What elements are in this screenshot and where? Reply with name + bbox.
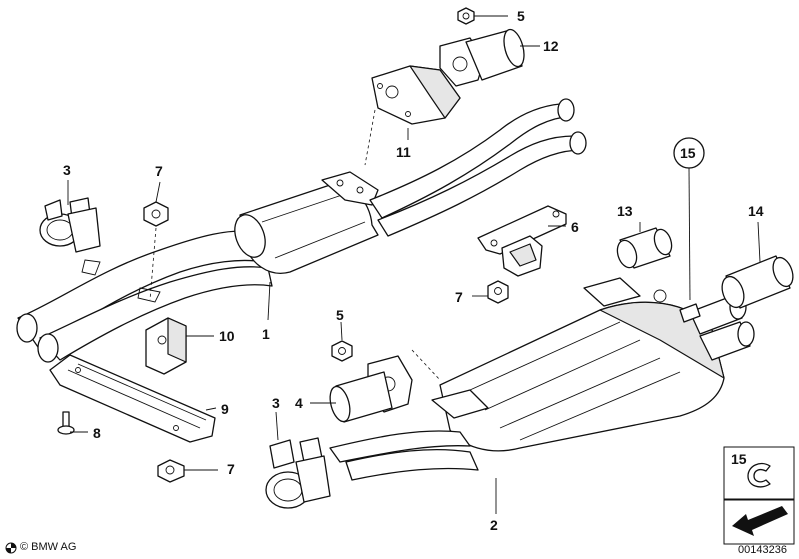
leader-lines: [67, 15, 761, 514]
callout-8: 8: [93, 425, 101, 441]
bracket-part-6[interactable]: [477, 205, 567, 277]
callout-12: 12: [543, 38, 559, 54]
circlip-icon: [747, 462, 771, 488]
rear-muffler-part-2[interactable]: [329, 277, 755, 481]
clamp-part-3-bottom[interactable]: [265, 437, 331, 509]
callout-15: 15: [680, 145, 696, 161]
nut-part-5-mid[interactable]: [331, 340, 353, 362]
callout-9: 9: [221, 401, 229, 417]
callout-6: 6: [571, 219, 579, 235]
pipe-flange-part-12[interactable]: [439, 27, 528, 87]
arrow-icon: [732, 506, 788, 536]
nut-part-5-top[interactable]: [457, 7, 475, 25]
callout-14: 14: [748, 203, 764, 219]
bmw-logo-icon: [5, 542, 17, 554]
clamp-part-3-left[interactable]: [39, 197, 101, 253]
callout-10: 10: [219, 328, 235, 344]
inset-circlip-box: [723, 446, 795, 500]
callout-1: 1: [262, 326, 270, 342]
copyright-text: © BMW AG: [20, 541, 77, 553]
callout-7-mid: 7: [455, 289, 463, 305]
exhaust-tip-part-14[interactable]: [718, 255, 796, 311]
callout-15-inset: 15: [731, 451, 747, 467]
heat-shield-part-9[interactable]: [49, 354, 216, 443]
pipe-flange-part-4[interactable]: [327, 349, 441, 424]
orientation-arrow-box: [723, 499, 795, 545]
rubber-mount-part-10[interactable]: [145, 317, 187, 375]
callout-5-top: 5: [517, 8, 525, 24]
callout-3-left: 3: [63, 162, 71, 178]
callout-2: 2: [490, 517, 498, 533]
callout-7-top: 7: [155, 163, 163, 179]
exhaust-tip-part-13[interactable]: [614, 227, 675, 270]
bolt-part-8[interactable]: [57, 411, 75, 435]
nut-part-7-mid[interactable]: [487, 280, 509, 304]
callout-7-bottom: 7: [227, 461, 235, 477]
callout-4: 4: [295, 395, 303, 411]
nut-part-7-bottom[interactable]: [157, 459, 185, 483]
callout-11: 11: [396, 144, 411, 160]
flange-bracket-part-11[interactable]: [364, 65, 461, 166]
center-muffler[interactable]: [229, 171, 379, 274]
callout-5-mid: 5: [336, 307, 344, 323]
diagram-number: 00143236: [738, 544, 787, 556]
callout-13: 13: [617, 203, 633, 219]
intermediate-pipes[interactable]: [369, 98, 587, 237]
callout-3-bottom: 3: [272, 395, 280, 411]
